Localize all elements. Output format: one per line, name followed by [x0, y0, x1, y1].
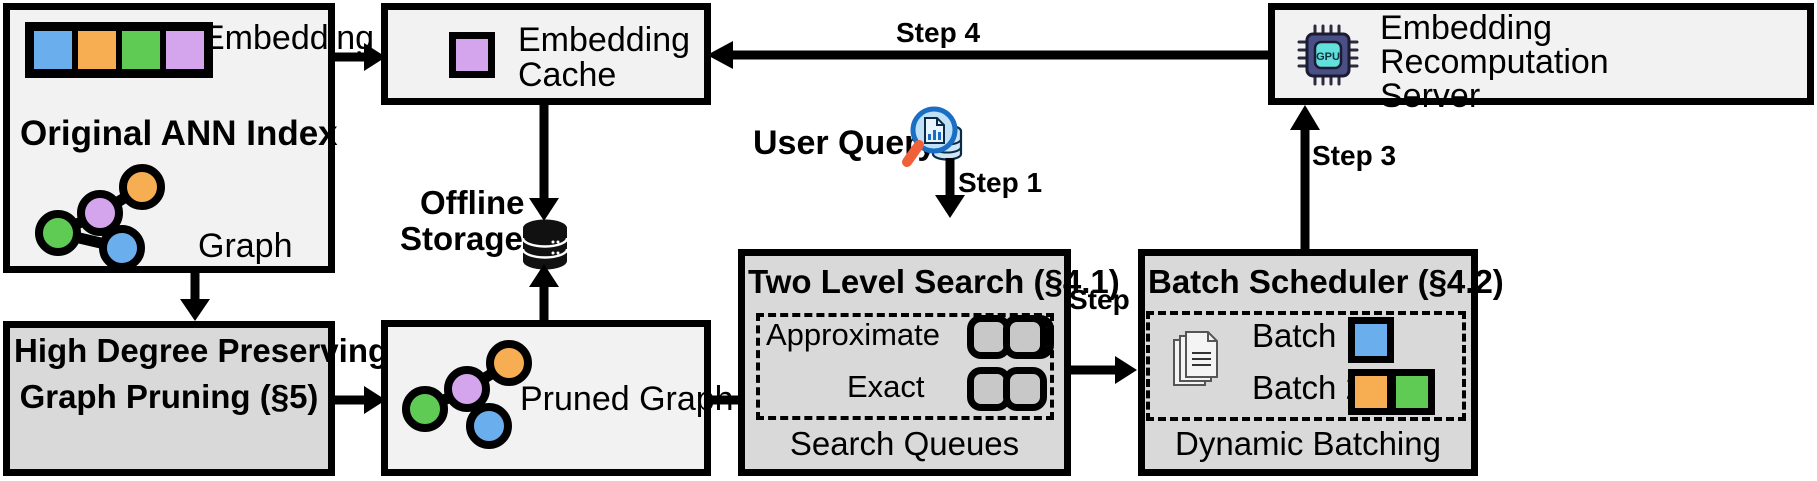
embedding-cache-title-line2: Cache	[518, 56, 617, 94]
original-graph-glyph	[35, 164, 178, 271]
recomputation-server-line3: Server	[1380, 77, 1481, 115]
documents-stack-icon	[1172, 330, 1224, 392]
embedding-chip-blue	[31, 28, 75, 72]
arrow-search-to-scheduler	[1069, 351, 1139, 389]
dynamic-batching-dashed-group	[1146, 311, 1466, 421]
two-level-search-title: Two Level Search (§4.1)	[748, 263, 1120, 300]
exact-row-label: Exact	[847, 369, 925, 404]
recomputation-server-line2: Recomputation	[1380, 43, 1609, 81]
embedding-cache-title-line1: Embedding	[518, 21, 691, 59]
database-cylinder-icon	[521, 219, 569, 271]
graph-pruning-title-line2: Graph Pruning (§5)	[19, 378, 319, 415]
embedding-chip-purple	[163, 28, 207, 72]
exact-queue-cell-2[interactable]	[1003, 367, 1047, 411]
arrow-cache-to-storage	[524, 105, 564, 223]
pruned-graph-label: Pruned Graph	[520, 380, 734, 418]
offline-storage-label-line2: Storage	[400, 220, 523, 257]
recomputation-server-line1: Embedding	[1380, 9, 1553, 47]
graph-pruning-title-line1: High Degree Preserving	[14, 332, 389, 369]
arrow-scheduler-to-server	[1285, 104, 1325, 252]
embedding-chip-orange	[75, 28, 119, 72]
search-queues-dashed-group	[756, 313, 1054, 420]
recomputation-server-box[interactable]	[1268, 3, 1814, 105]
graph-pruning-box[interactable]	[3, 321, 335, 476]
batch-1-chip-blue	[1348, 317, 1394, 363]
arrow-pruning-to-pruned-graph	[333, 381, 388, 419]
graph-label: Graph	[198, 227, 293, 265]
offline-storage-label-line1: Offline	[420, 184, 525, 221]
gpu-chip-icon-text: GPU	[1316, 51, 1340, 63]
arrow-index-to-pruning	[175, 273, 215, 323]
step-3-label: Step 3	[1312, 140, 1397, 171]
dynamic-batching-caption: Dynamic Batching	[1175, 425, 1441, 462]
arrow-query-to-search	[930, 158, 970, 220]
approximate-queue-cell-3[interactable]	[1003, 315, 1047, 359]
arrow-index-to-embedding-cache	[333, 38, 388, 76]
embedding-cache-chip	[449, 32, 495, 78]
original-ann-index-title: Original ANN Index	[20, 114, 338, 153]
search-queues-caption: Search Queues	[789, 425, 1020, 462]
step-4-label: Step 4	[896, 17, 981, 48]
pruned-graph-box[interactable]	[381, 320, 711, 476]
arrow-server-to-cache	[705, 35, 1275, 75]
embedding-label: Embedding	[202, 19, 375, 57]
two-level-search-box[interactable]	[738, 249, 1071, 476]
embedding-chip-green	[119, 28, 163, 72]
batch-2-chip-orange	[1348, 369, 1394, 415]
gpu-chip-icon: GPU	[1297, 24, 1359, 86]
pruned-graph-glyph	[402, 340, 545, 449]
batch-2-chip-green	[1389, 369, 1435, 415]
step-1-label: Step 1	[958, 167, 1043, 198]
embedding-chip-strip	[25, 22, 213, 78]
arrow-pruned-graph-to-storage	[524, 263, 564, 323]
approximate-row-label: Approximate	[766, 317, 941, 352]
batch-scheduler-title: Batch Scheduler (§4.2)	[1148, 263, 1504, 300]
embedding-cache-box[interactable]	[381, 3, 711, 105]
